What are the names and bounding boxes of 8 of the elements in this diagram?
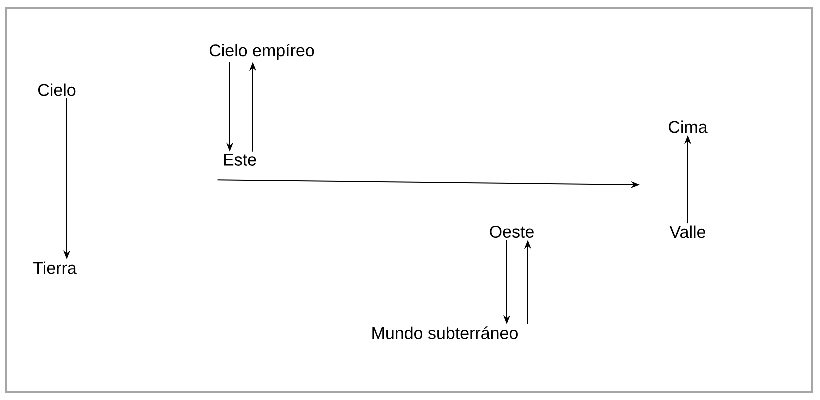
text-label: Cima <box>669 120 708 134</box>
text-label: Oeste <box>490 226 534 238</box>
text-label: Valle <box>670 226 706 238</box>
text-label: Tierra <box>34 262 77 274</box>
text-label: Cielo <box>38 84 76 96</box>
text-label: Mundo subterráneo <box>372 326 518 340</box>
text-label: Cielo empíreo <box>210 44 314 60</box>
text-label: Este <box>224 154 256 166</box>
